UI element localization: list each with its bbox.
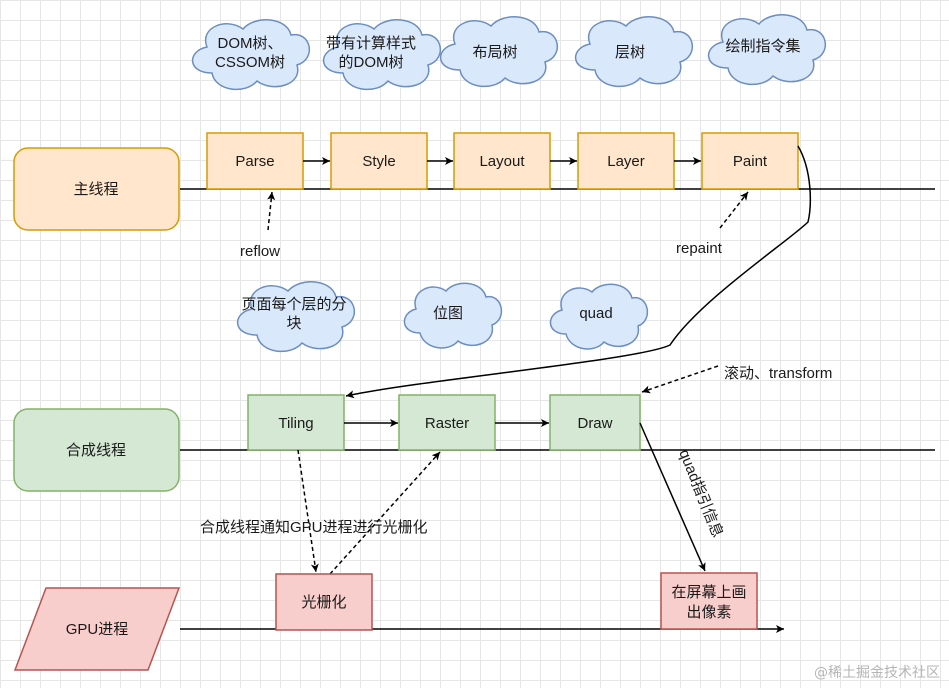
cloud-tiles-line1: 页面每个层的分 xyxy=(241,296,346,313)
cloud-dom-cssom-line2: CSSOM树 xyxy=(215,54,285,71)
cloud-paint-list-label: 绘制指令集 xyxy=(725,38,800,55)
rasterize-label: 光栅化 xyxy=(301,594,346,611)
raster-step: Raster xyxy=(398,394,496,451)
scroll-transform-label: 滚动、transform xyxy=(724,365,832,382)
compositor-thread-label: 合成线程 xyxy=(13,408,180,492)
cloud-paint-list: 绘制指令集 xyxy=(707,14,827,86)
repaint-arrow xyxy=(719,191,749,229)
reflow-label: reflow xyxy=(240,243,280,260)
tiling-to-gpu-arrow xyxy=(297,449,319,573)
cloud-tiles-line2: 块 xyxy=(286,315,301,332)
draw-to-screen-arrow xyxy=(639,422,706,572)
draw-step: Draw xyxy=(549,394,641,451)
draw-label: Draw xyxy=(577,415,612,432)
cloud-tiles: 页面每个层的分 块 xyxy=(236,281,356,353)
cloud-bitmap: 位图 xyxy=(403,282,503,349)
style-label: Style xyxy=(362,153,395,170)
cloud-layer-tree-label: 层树 xyxy=(615,44,645,61)
notify-gpu-note: 合成线程通知GPU进程进行光栅化 xyxy=(200,519,428,536)
cloud-dom-cssom: DOM树、 CSSOM树 xyxy=(191,19,311,91)
raster-label: Raster xyxy=(425,415,469,432)
rasterize-step: 光栅化 xyxy=(275,573,373,631)
parse-step: Parse xyxy=(206,132,304,190)
layer-label: Layer xyxy=(607,153,645,170)
arrow-paint-to-tiling xyxy=(345,145,812,399)
layout-label: Layout xyxy=(479,153,525,170)
cloud-styled-dom-line1: 带有计算样式 xyxy=(326,34,416,52)
cloud-dom-cssom-line1: DOM树、 xyxy=(218,35,283,52)
layer-step: Layer xyxy=(577,132,675,190)
quad-info-note: quad指引信息 xyxy=(675,447,726,540)
paint-label: Paint xyxy=(733,153,768,170)
cloud-styled-dom: 带有计算样式 的DOM树 xyxy=(322,19,442,91)
repaint-label: repaint xyxy=(676,240,723,257)
cloud-layout-tree: 布局树 xyxy=(439,16,559,88)
draw-screen-line1: 在屏幕上画 xyxy=(671,584,746,601)
gpu-process-label: GPU进程 xyxy=(13,587,181,671)
compositor-thread-text: 合成线程 xyxy=(66,442,126,459)
main-thread-text: 主线程 xyxy=(73,181,118,198)
cloud-layer-tree: 层树 xyxy=(574,16,694,88)
main-thread-label: 主线程 xyxy=(13,147,180,231)
cloud-bitmap-label: 位图 xyxy=(433,305,463,322)
reflow-arrow xyxy=(267,191,276,231)
watermark: @稀土掘金技术社区 xyxy=(814,665,940,681)
layout-step: Layout xyxy=(453,132,551,190)
draw-screen-line2: 出像素 xyxy=(686,604,731,621)
cloud-layout-tree-label: 布局树 xyxy=(472,44,517,61)
cloud-quad: quad xyxy=(549,283,649,350)
scroll-transform-arrow xyxy=(641,365,719,394)
cloud-styled-dom-line2: 的DOM树 xyxy=(339,54,404,71)
gpu-to-raster-arrow xyxy=(329,451,441,575)
tiling-step: Tiling xyxy=(247,394,345,451)
paint-step: Paint xyxy=(701,132,799,190)
parse-label: Parse xyxy=(235,153,274,170)
cloud-quad-label: quad xyxy=(579,305,612,322)
gpu-process-text: GPU进程 xyxy=(66,621,129,638)
style-step: Style xyxy=(330,132,428,190)
draw-screen-step: 在屏幕上画 出像素 xyxy=(660,572,758,630)
tiling-label: Tiling xyxy=(278,415,313,432)
